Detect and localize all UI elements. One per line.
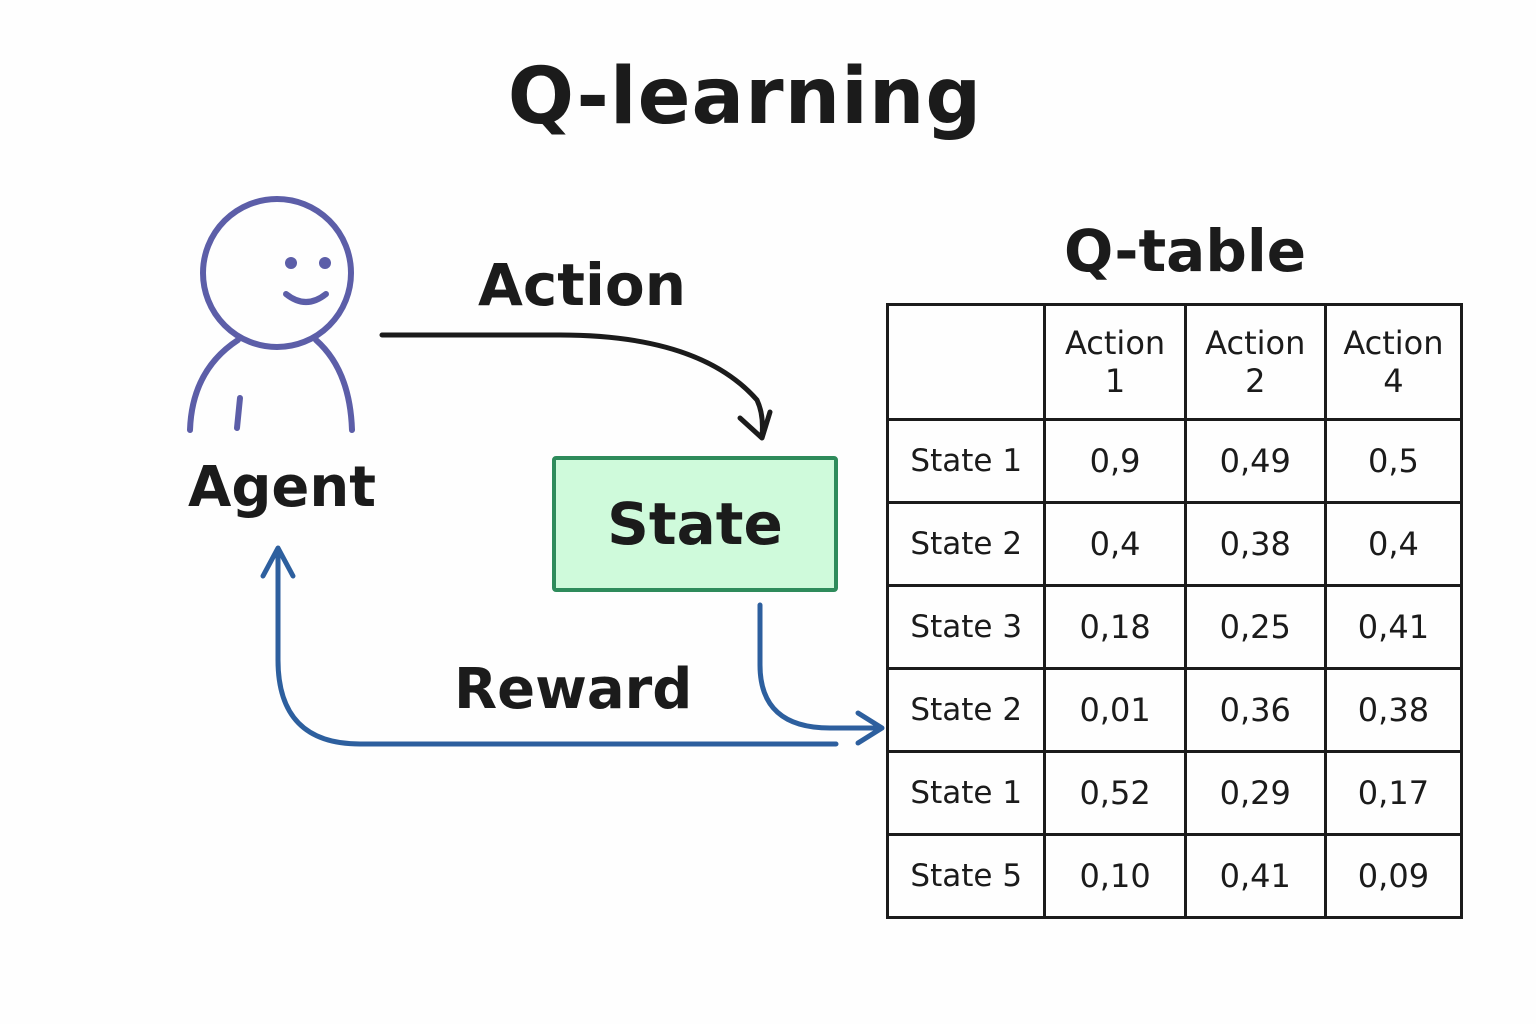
q-value-cell: 0,17 (1323, 750, 1464, 836)
row-state-label: State 2 (885, 501, 1047, 587)
q-value-cell: 0,38 (1323, 667, 1464, 753)
reward-arrow (260, 545, 839, 747)
row-state-label: State 1 (885, 418, 1047, 504)
q-value-cell: 0,49 (1183, 418, 1327, 504)
q-value-cell: 0,41 (1323, 584, 1464, 670)
q-value-cell: 0,38 (1183, 501, 1327, 587)
agent-label: Agent (188, 455, 377, 520)
q-value-cell: 0,25 (1183, 584, 1327, 670)
row-state-label: State 2 (885, 667, 1047, 753)
q-value-cell: 0,4 (1323, 501, 1464, 587)
q-value-cell: 0,18 (1043, 584, 1187, 670)
column-header-line2: 4 (1383, 362, 1404, 400)
q-value-cell: 0,36 (1183, 667, 1327, 753)
state-label: State (607, 490, 783, 558)
column-header-line1: Action (1064, 323, 1166, 362)
page-title: Q-learning (507, 52, 983, 142)
qtable-column-header: Action 1 (1043, 303, 1187, 421)
q-value-cell: 0,01 (1043, 667, 1187, 753)
state-to-qtable-arrow (757, 602, 885, 746)
q-value-cell: 0,29 (1183, 750, 1327, 836)
column-header-line1: Action (1343, 323, 1444, 362)
qtable: Action 1 Action 2 Action 4 State 1 0,9 0… (885, 303, 1464, 919)
q-value-cell: 0,4 (1043, 501, 1187, 587)
table-row: State 3 0,18 0,25 0,41 (885, 584, 1464, 670)
reward-label: Reward (454, 657, 693, 722)
q-value-cell: 0,09 (1323, 833, 1464, 919)
q-value-cell: 0,41 (1183, 833, 1327, 919)
table-row: State 1 0,52 0,29 0,17 (885, 750, 1464, 836)
q-value-cell: 0,52 (1043, 750, 1187, 836)
action-label: Action (478, 251, 687, 319)
q-value-cell: 0,9 (1043, 418, 1187, 504)
qtable-header-row: Action 1 Action 2 Action 4 (885, 303, 1464, 421)
qtable-column-header: Action 2 (1183, 303, 1327, 421)
table-row: State 2 0,4 0,38 0,4 (885, 501, 1464, 587)
column-header-line1: Action (1205, 323, 1306, 362)
agent-icon (187, 196, 355, 433)
row-state-label: State 3 (885, 584, 1047, 670)
column-header-line2: 2 (1245, 362, 1266, 400)
qtable-title: Q-table (1064, 217, 1307, 285)
qtable-corner-cell (885, 303, 1047, 421)
q-value-cell: 0,10 (1043, 833, 1187, 919)
row-state-label: State 5 (885, 833, 1047, 919)
table-row: State 2 0,01 0,36 0,38 (885, 667, 1464, 753)
table-row: State 1 0,9 0,49 0,5 (885, 418, 1464, 504)
row-state-label: State 1 (885, 750, 1047, 836)
state-box: State (552, 456, 838, 592)
table-row: State 5 0,10 0,41 0,09 (885, 833, 1464, 919)
action-arrow (379, 332, 773, 441)
column-header-line2: 1 (1104, 362, 1126, 400)
q-value-cell: 0,5 (1323, 418, 1464, 504)
qtable-column-header: Action 4 (1323, 303, 1464, 421)
